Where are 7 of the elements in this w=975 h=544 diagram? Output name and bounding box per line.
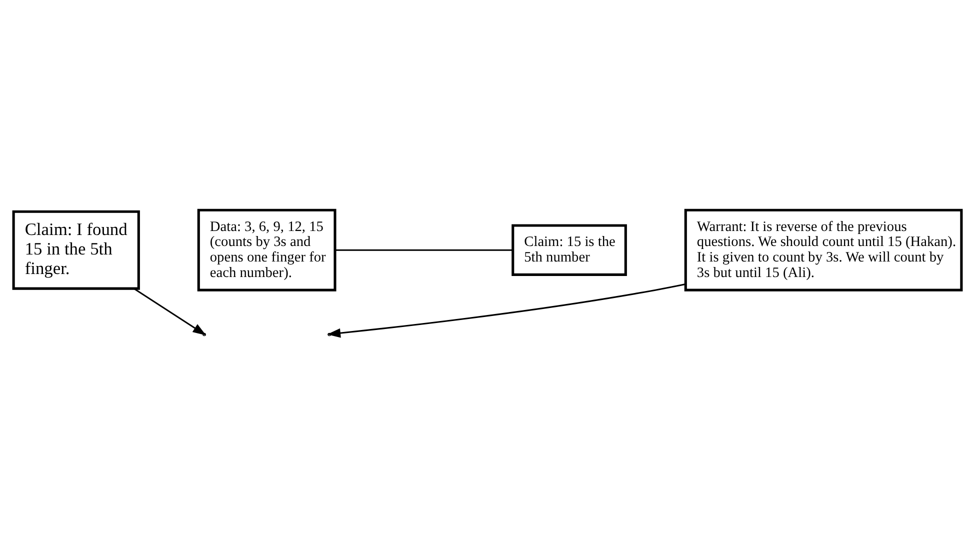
node-box: Warrant: It is reverse of the previous questions. We should count until 15 (Hakan). It is given to count by 3s. We will count by 3s but until 15 (Ali). — [684, 208, 963, 291]
node-box: Data: 3, 6, 9, 12, 15 (counts by 3s and opens one finger for each number). — [197, 208, 336, 291]
node-box: Claim: 15 is the 5th number — [512, 224, 627, 276]
arrow — [134, 288, 206, 335]
connector — [335, 248, 513, 250]
arrow — [327, 283, 686, 338]
node-box: Claim: I found 15 in the 5th finger. — [12, 210, 140, 290]
